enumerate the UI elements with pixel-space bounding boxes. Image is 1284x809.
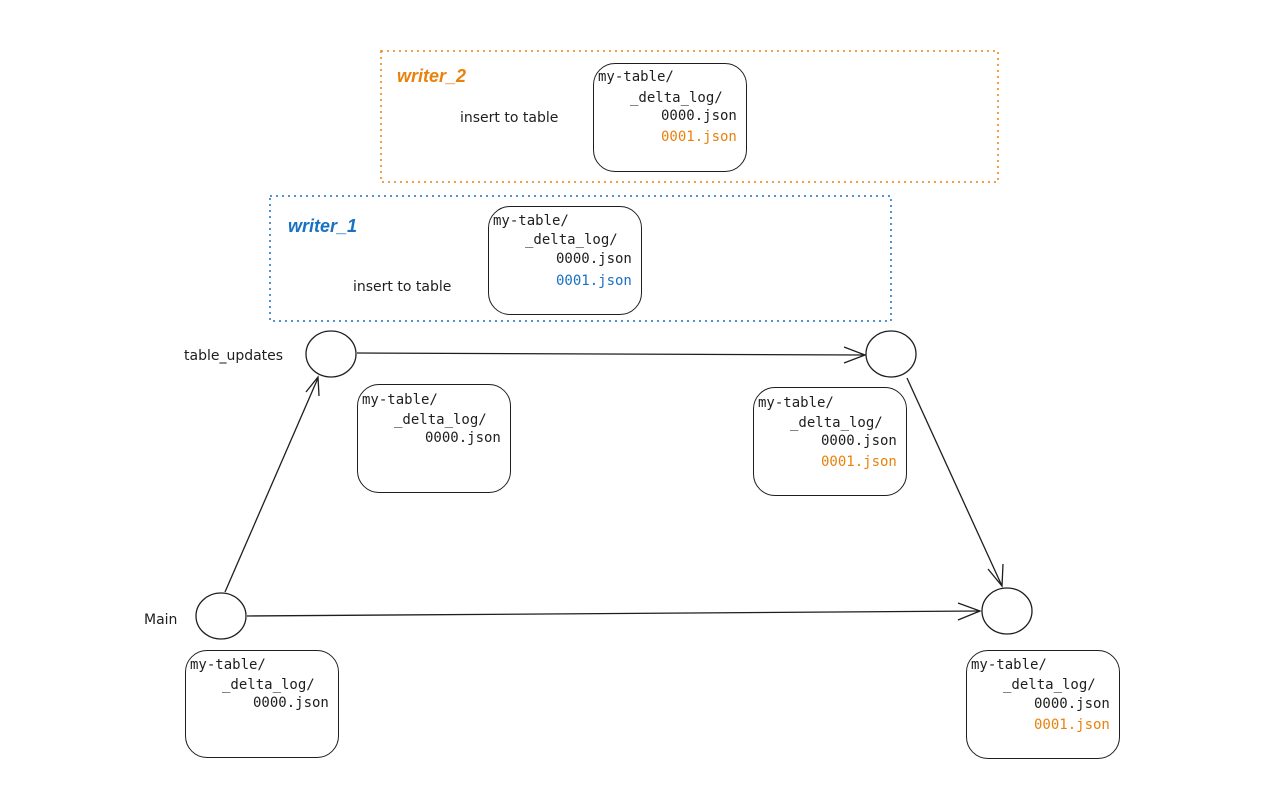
edge-branch-commit xyxy=(356,352,866,356)
edge-main-to-branch xyxy=(224,377,319,593)
writer-1-frame xyxy=(269,195,892,322)
writer-1-table-card[interactable]: my-table/ _delta_log/ 0000.json 0001.jso… xyxy=(488,206,642,315)
table-root-label: my-table/ xyxy=(493,213,569,229)
log-file-0000: 0000.json xyxy=(556,251,632,267)
log-file-0000: 0000.json xyxy=(1034,696,1110,712)
branch-label-main: Main xyxy=(144,612,178,628)
log-file-0001: 0001.json xyxy=(661,129,737,145)
writer-1-action-label: insert to table xyxy=(353,279,452,295)
table-root-label: my-table/ xyxy=(758,395,834,411)
node-main-end[interactable] xyxy=(981,587,1033,635)
branch-label-table-updates: table_updates xyxy=(184,348,284,364)
branch-start-table-card[interactable]: my-table/ _delta_log/ 0000.json xyxy=(357,384,511,493)
table-root-label: my-table/ xyxy=(190,657,266,673)
edge-main-to-branch-arrowhead xyxy=(305,375,320,397)
writer-2-title: writer_2 xyxy=(397,66,467,86)
main-end-table-card[interactable]: my-table/ _delta_log/ 0000.json 0001.jso… xyxy=(966,650,1120,759)
edge-main-line-arrowhead xyxy=(957,602,982,621)
delta-log-label: _delta_log/ xyxy=(1003,677,1096,693)
edge-branch-merge xyxy=(906,377,1003,587)
log-file-0001: 0001.json xyxy=(556,273,632,289)
writer-2-action-label: insert to table xyxy=(460,110,559,126)
delta-log-label: _delta_log/ xyxy=(525,232,618,248)
table-root-label: my-table/ xyxy=(598,69,674,85)
node-branch-start[interactable] xyxy=(305,330,357,378)
edge-branch-merge-arrowhead xyxy=(987,563,1004,588)
log-file-0000: 0000.json xyxy=(253,695,329,711)
table-root-label: my-table/ xyxy=(971,657,1047,673)
delta-log-label: _delta_log/ xyxy=(790,415,883,431)
delta-log-label: _delta_log/ xyxy=(630,90,723,106)
node-branch-end[interactable] xyxy=(865,330,917,378)
node-main-start[interactable] xyxy=(195,592,247,640)
edge-branch-commit-arrowhead xyxy=(843,346,867,364)
writer-2-frame xyxy=(380,50,999,183)
main-start-table-card[interactable]: my-table/ _delta_log/ 0000.json xyxy=(185,650,339,758)
table-root-label: my-table/ xyxy=(362,392,438,408)
log-file-0001: 0001.json xyxy=(821,454,897,470)
writer-2-table-card[interactable]: my-table/ _delta_log/ 0000.json 0001.jso… xyxy=(593,63,747,172)
log-file-0000: 0000.json xyxy=(425,430,501,446)
branch-end-table-card[interactable]: my-table/ _delta_log/ 0000.json 0001.jso… xyxy=(753,387,907,496)
edge-main-line xyxy=(246,610,981,617)
writer-1-title: writer_1 xyxy=(288,216,358,236)
delta-log-label: _delta_log/ xyxy=(394,412,487,428)
log-file-0000: 0000.json xyxy=(821,433,897,449)
log-file-0001: 0001.json xyxy=(1034,717,1110,733)
delta-log-label: _delta_log/ xyxy=(222,677,315,693)
log-file-0000: 0000.json xyxy=(661,108,737,124)
